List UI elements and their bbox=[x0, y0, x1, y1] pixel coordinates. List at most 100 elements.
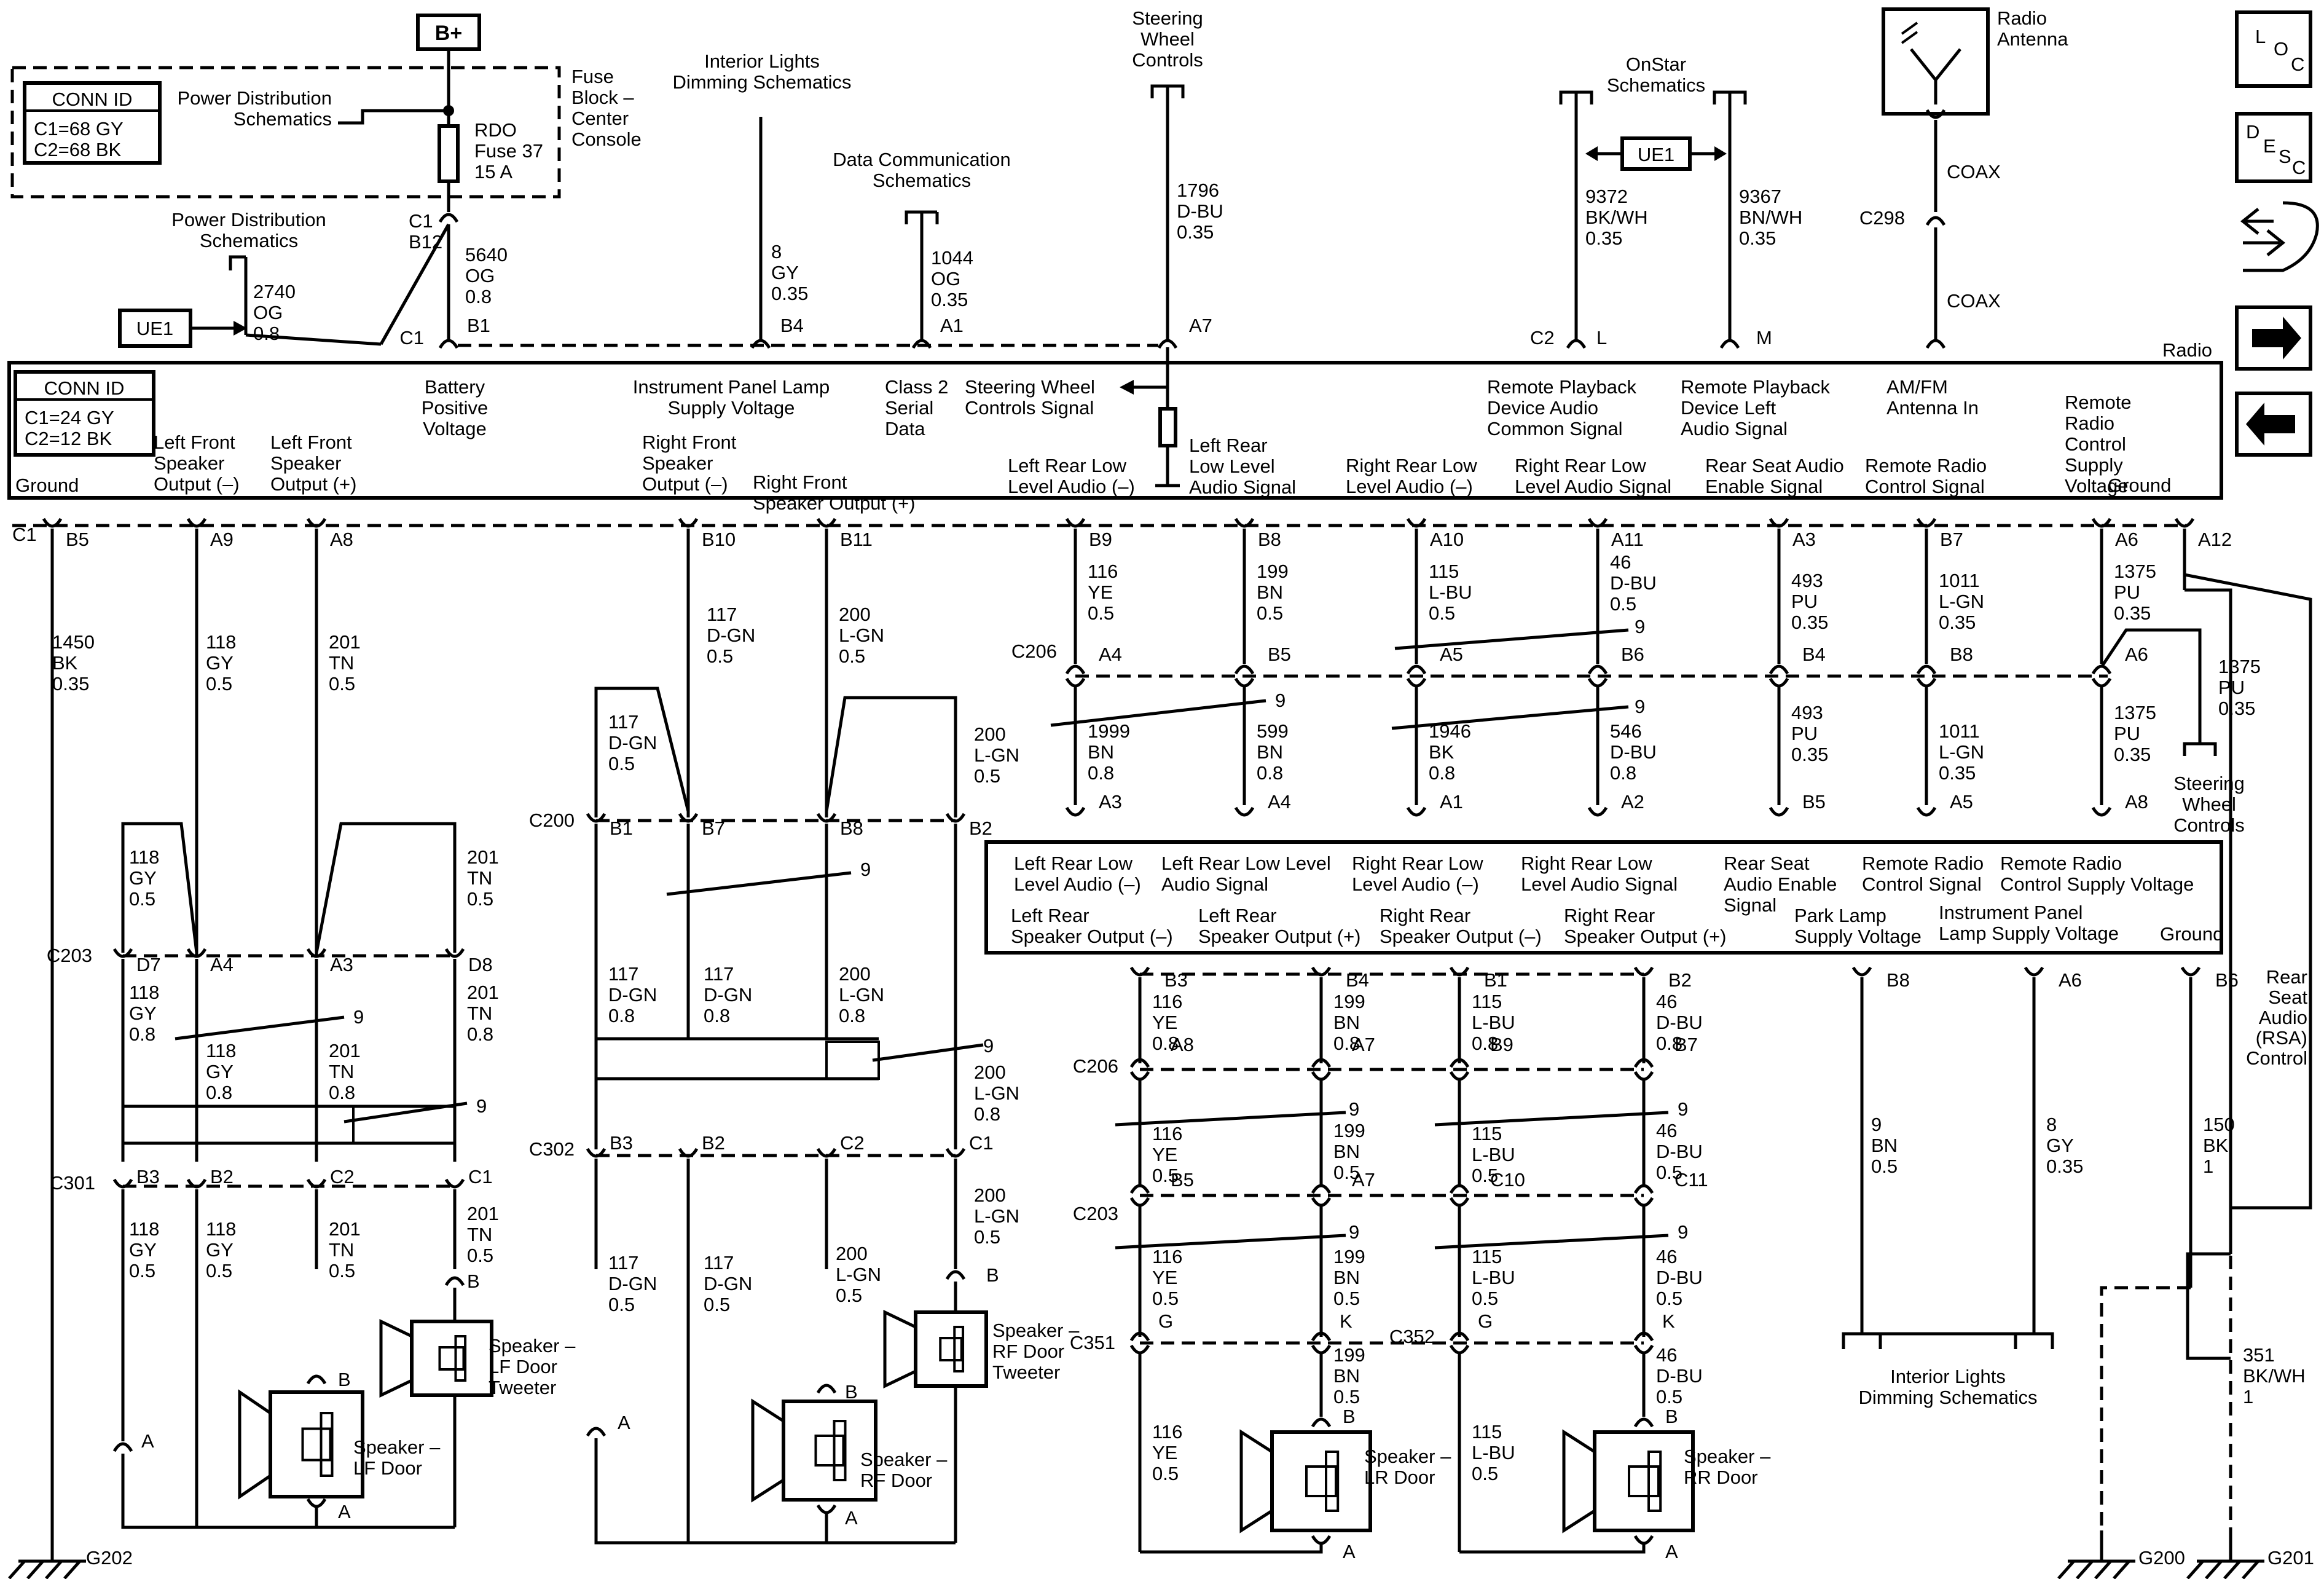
pin-label: B9 bbox=[1089, 529, 1112, 550]
label-line: Block – bbox=[571, 87, 634, 108]
connector-terminal bbox=[816, 1384, 837, 1394]
label-line: Right Rear Low bbox=[1515, 455, 1646, 476]
label-line: BK bbox=[52, 652, 78, 674]
label-line: RF Door bbox=[860, 1470, 932, 1491]
pin-label: B3 bbox=[1164, 969, 1188, 991]
label-line: Right Rear Low bbox=[1521, 853, 1652, 874]
label-line: 0.8 bbox=[1333, 1033, 1360, 1054]
pin-label: A3 bbox=[330, 954, 353, 975]
label-line: 115 bbox=[1472, 991, 1502, 1012]
label-line: Right Rear bbox=[1564, 905, 1655, 926]
label-line: 9 bbox=[1871, 1114, 1882, 1135]
speaker-magnet bbox=[953, 1326, 965, 1372]
label-line: TN bbox=[329, 652, 354, 674]
label-line: 1796 bbox=[1177, 179, 1219, 201]
pin-label: B4 bbox=[1346, 969, 1369, 991]
connector-terminal bbox=[1311, 1058, 1332, 1068]
connector-terminal bbox=[1587, 806, 1608, 817]
label-line: GY bbox=[771, 262, 799, 283]
label-line: TN bbox=[467, 1002, 492, 1024]
connector-terminal bbox=[1633, 1184, 1654, 1194]
terminal-a: A bbox=[338, 1501, 351, 1522]
label-line: Center bbox=[571, 108, 629, 129]
label-line: 200 bbox=[839, 604, 871, 625]
pin-a7: A7 bbox=[1189, 315, 1212, 336]
label-line: Schematics bbox=[1607, 74, 1705, 96]
connector-terminal bbox=[1633, 1331, 1654, 1342]
connector-terminal bbox=[678, 813, 699, 823]
connector-terminal bbox=[1633, 1535, 1654, 1545]
label-line: PU bbox=[2114, 581, 2140, 603]
arrow-head bbox=[1120, 380, 1134, 395]
pin-label: C1 bbox=[969, 1132, 994, 1154]
label-line: 199 bbox=[1333, 1246, 1365, 1267]
connector-terminal bbox=[1311, 966, 1332, 977]
label-line: 0.35 bbox=[52, 673, 89, 695]
label-line: PU bbox=[1791, 591, 1818, 612]
label-line: C1=24 GY bbox=[25, 407, 114, 428]
connector-terminal bbox=[1406, 677, 1427, 688]
g202-label: G202 bbox=[86, 1547, 133, 1569]
label-line: Tweeter bbox=[992, 1361, 1060, 1383]
ground-hatch bbox=[2223, 1560, 2241, 1579]
label-line: Speaker – bbox=[992, 1320, 1080, 1341]
label-line: Remote Playback bbox=[1487, 376, 1636, 398]
label-line: L-BU bbox=[1472, 1442, 1515, 1463]
label-line: 118 bbox=[129, 982, 159, 1003]
label-line: 46 bbox=[1656, 1344, 1677, 1366]
radio-label-ground-2: Ground bbox=[2108, 474, 2171, 496]
speaker-cone bbox=[1239, 1429, 1273, 1534]
label-line: 0.8 bbox=[1152, 1033, 1179, 1054]
pin-label: B3 bbox=[610, 1132, 633, 1154]
pin-label: B8 bbox=[840, 817, 863, 839]
label-line: Control Supply Voltage bbox=[2000, 873, 2194, 895]
battery-label: B+ bbox=[435, 22, 462, 45]
label-line: 493 bbox=[1791, 702, 1823, 723]
speaker-coil bbox=[1628, 1465, 1660, 1497]
connector-terminal bbox=[2091, 664, 2112, 675]
pin-label: B6 bbox=[1621, 644, 1644, 665]
twisted-pair-mark bbox=[666, 871, 852, 896]
wire bbox=[2100, 628, 2202, 744]
label-line: BN/WH bbox=[1739, 207, 1802, 228]
label-line: 0.8 bbox=[253, 323, 280, 344]
connector-terminal bbox=[1065, 664, 1086, 675]
label-line: 0.5 bbox=[1088, 602, 1114, 624]
label-line: 1946 bbox=[1429, 720, 1471, 742]
connector-terminal bbox=[186, 1178, 207, 1189]
label-line: 0.5 bbox=[1152, 1288, 1179, 1309]
coax-label-2: COAX bbox=[1947, 290, 2001, 312]
label-line: Rear Seat Audio bbox=[1705, 455, 1844, 476]
wire bbox=[905, 210, 922, 224]
connector-terminal bbox=[1587, 518, 1608, 528]
label-line: D-GN bbox=[608, 732, 657, 754]
label-line: L-BU bbox=[1472, 1267, 1515, 1288]
label-line: 118 bbox=[206, 631, 236, 653]
speaker-magnet bbox=[454, 1335, 467, 1382]
pin-label: B8 bbox=[1258, 529, 1281, 550]
connector-terminal bbox=[1311, 1535, 1332, 1545]
pin-label: A8 bbox=[2125, 791, 2148, 813]
label-line: 0.8 bbox=[1257, 762, 1283, 784]
label-line: Seat bbox=[2268, 986, 2307, 1008]
label-line: AM/FM bbox=[1886, 376, 1948, 398]
terminal-a: A bbox=[1343, 1541, 1356, 1562]
wire bbox=[2186, 1252, 2231, 1360]
connector-terminal bbox=[1449, 1071, 1470, 1081]
label-line: 46 bbox=[1656, 1246, 1677, 1267]
connector-terminal bbox=[1587, 677, 1608, 688]
label-line: 0.8 bbox=[129, 1023, 155, 1045]
wire bbox=[594, 687, 690, 817]
connector-terminal bbox=[1769, 806, 1789, 817]
